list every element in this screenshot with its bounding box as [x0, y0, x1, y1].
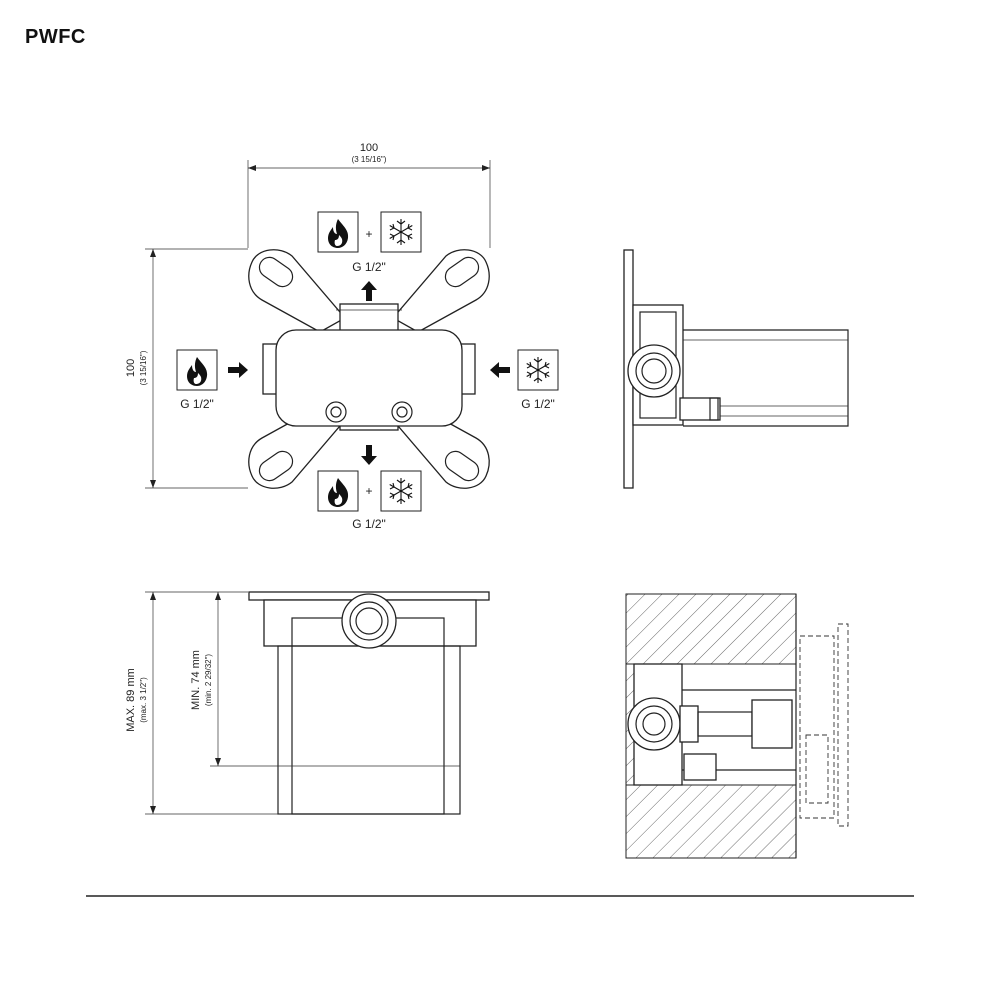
snowflake-icon — [380, 470, 422, 512]
max-depth-mm-label: MAX. 89 mm — [125, 668, 137, 732]
arrow-left-icon — [490, 362, 510, 378]
front-view: 100 (3 15/16") 100 (3 15/16") — [125, 142, 559, 531]
flame-icon — [176, 349, 218, 391]
product-code: PWFC — [25, 26, 86, 48]
installation-section — [625, 593, 849, 859]
left-connection-label: G 1/2" — [180, 397, 214, 411]
plus-sign: + — [365, 227, 372, 241]
valve-body — [275, 329, 463, 427]
flame-icon — [317, 470, 359, 512]
width-mm-label: 100 — [360, 142, 378, 154]
bottom-connection-label: G 1/2" — [352, 517, 386, 531]
min-depth-in-label: (min. 2 29/32") — [204, 654, 213, 707]
side-view — [623, 249, 849, 489]
flame-icon — [317, 211, 359, 253]
width-in-label: (3 15/16") — [352, 155, 387, 164]
right-connection-label: G 1/2" — [521, 397, 555, 411]
top-connection-label: G 1/2" — [352, 260, 386, 274]
top-view: MAX. 89 mm (max. 3 1/2") MIN. 74 mm (min… — [125, 591, 490, 815]
snowflake-icon — [517, 349, 559, 391]
height-mm-label: 100 — [125, 359, 137, 377]
arrow-up-icon — [361, 281, 377, 301]
arrow-right-icon — [228, 362, 248, 378]
plus-sign: + — [365, 484, 372, 498]
max-depth-in-label: (max. 3 1/2") — [139, 677, 148, 723]
snowflake-icon — [380, 211, 422, 253]
arrow-down-icon — [361, 445, 377, 465]
height-in-label: (3 15/16") — [139, 350, 148, 385]
min-depth-mm-label: MIN. 74 mm — [190, 650, 202, 710]
